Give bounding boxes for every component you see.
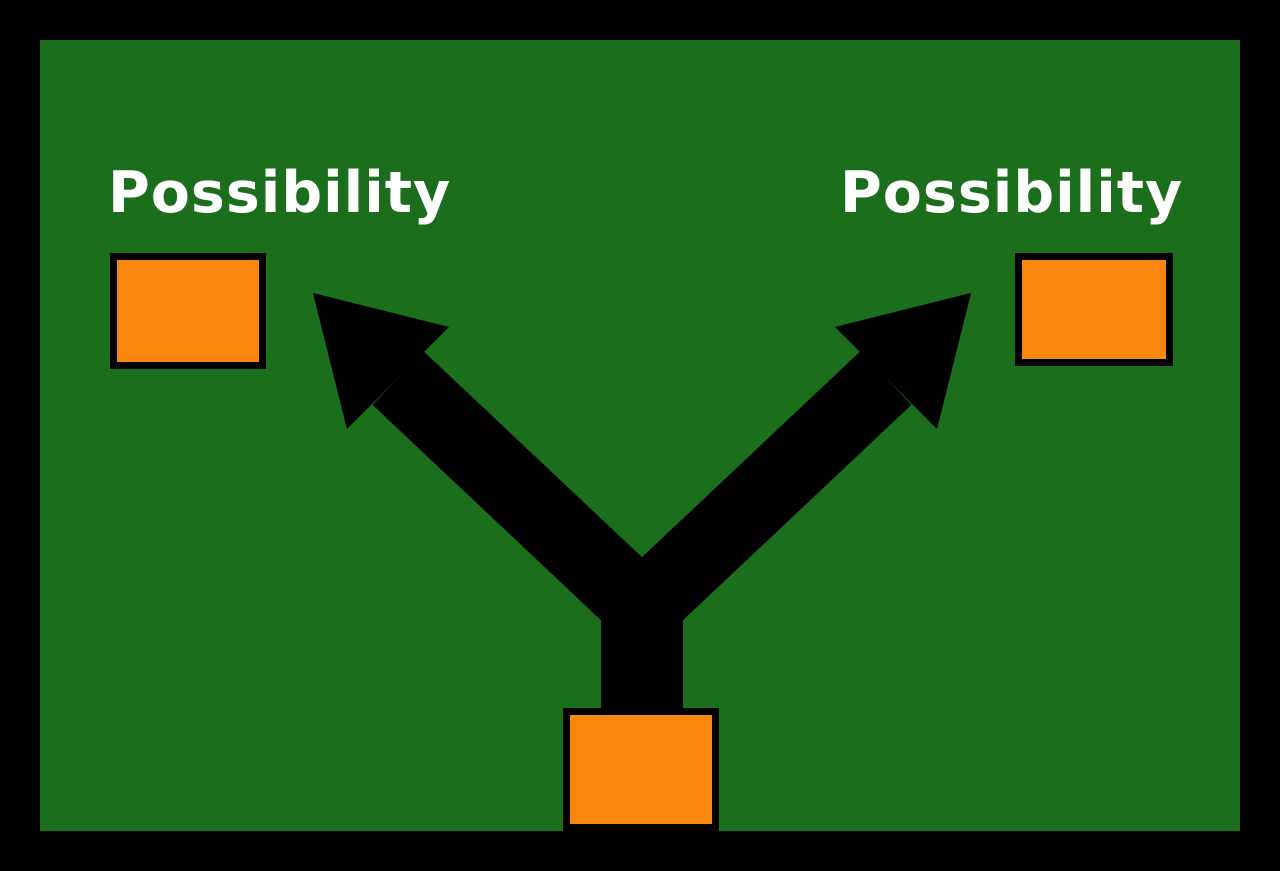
- possibility-label-right: Possibility: [840, 160, 1184, 226]
- left-possibility-box: [110, 253, 266, 369]
- possibility-label-left: Possibility: [108, 160, 452, 226]
- right-possibility-box: [1015, 253, 1173, 366]
- start-box: [563, 708, 719, 831]
